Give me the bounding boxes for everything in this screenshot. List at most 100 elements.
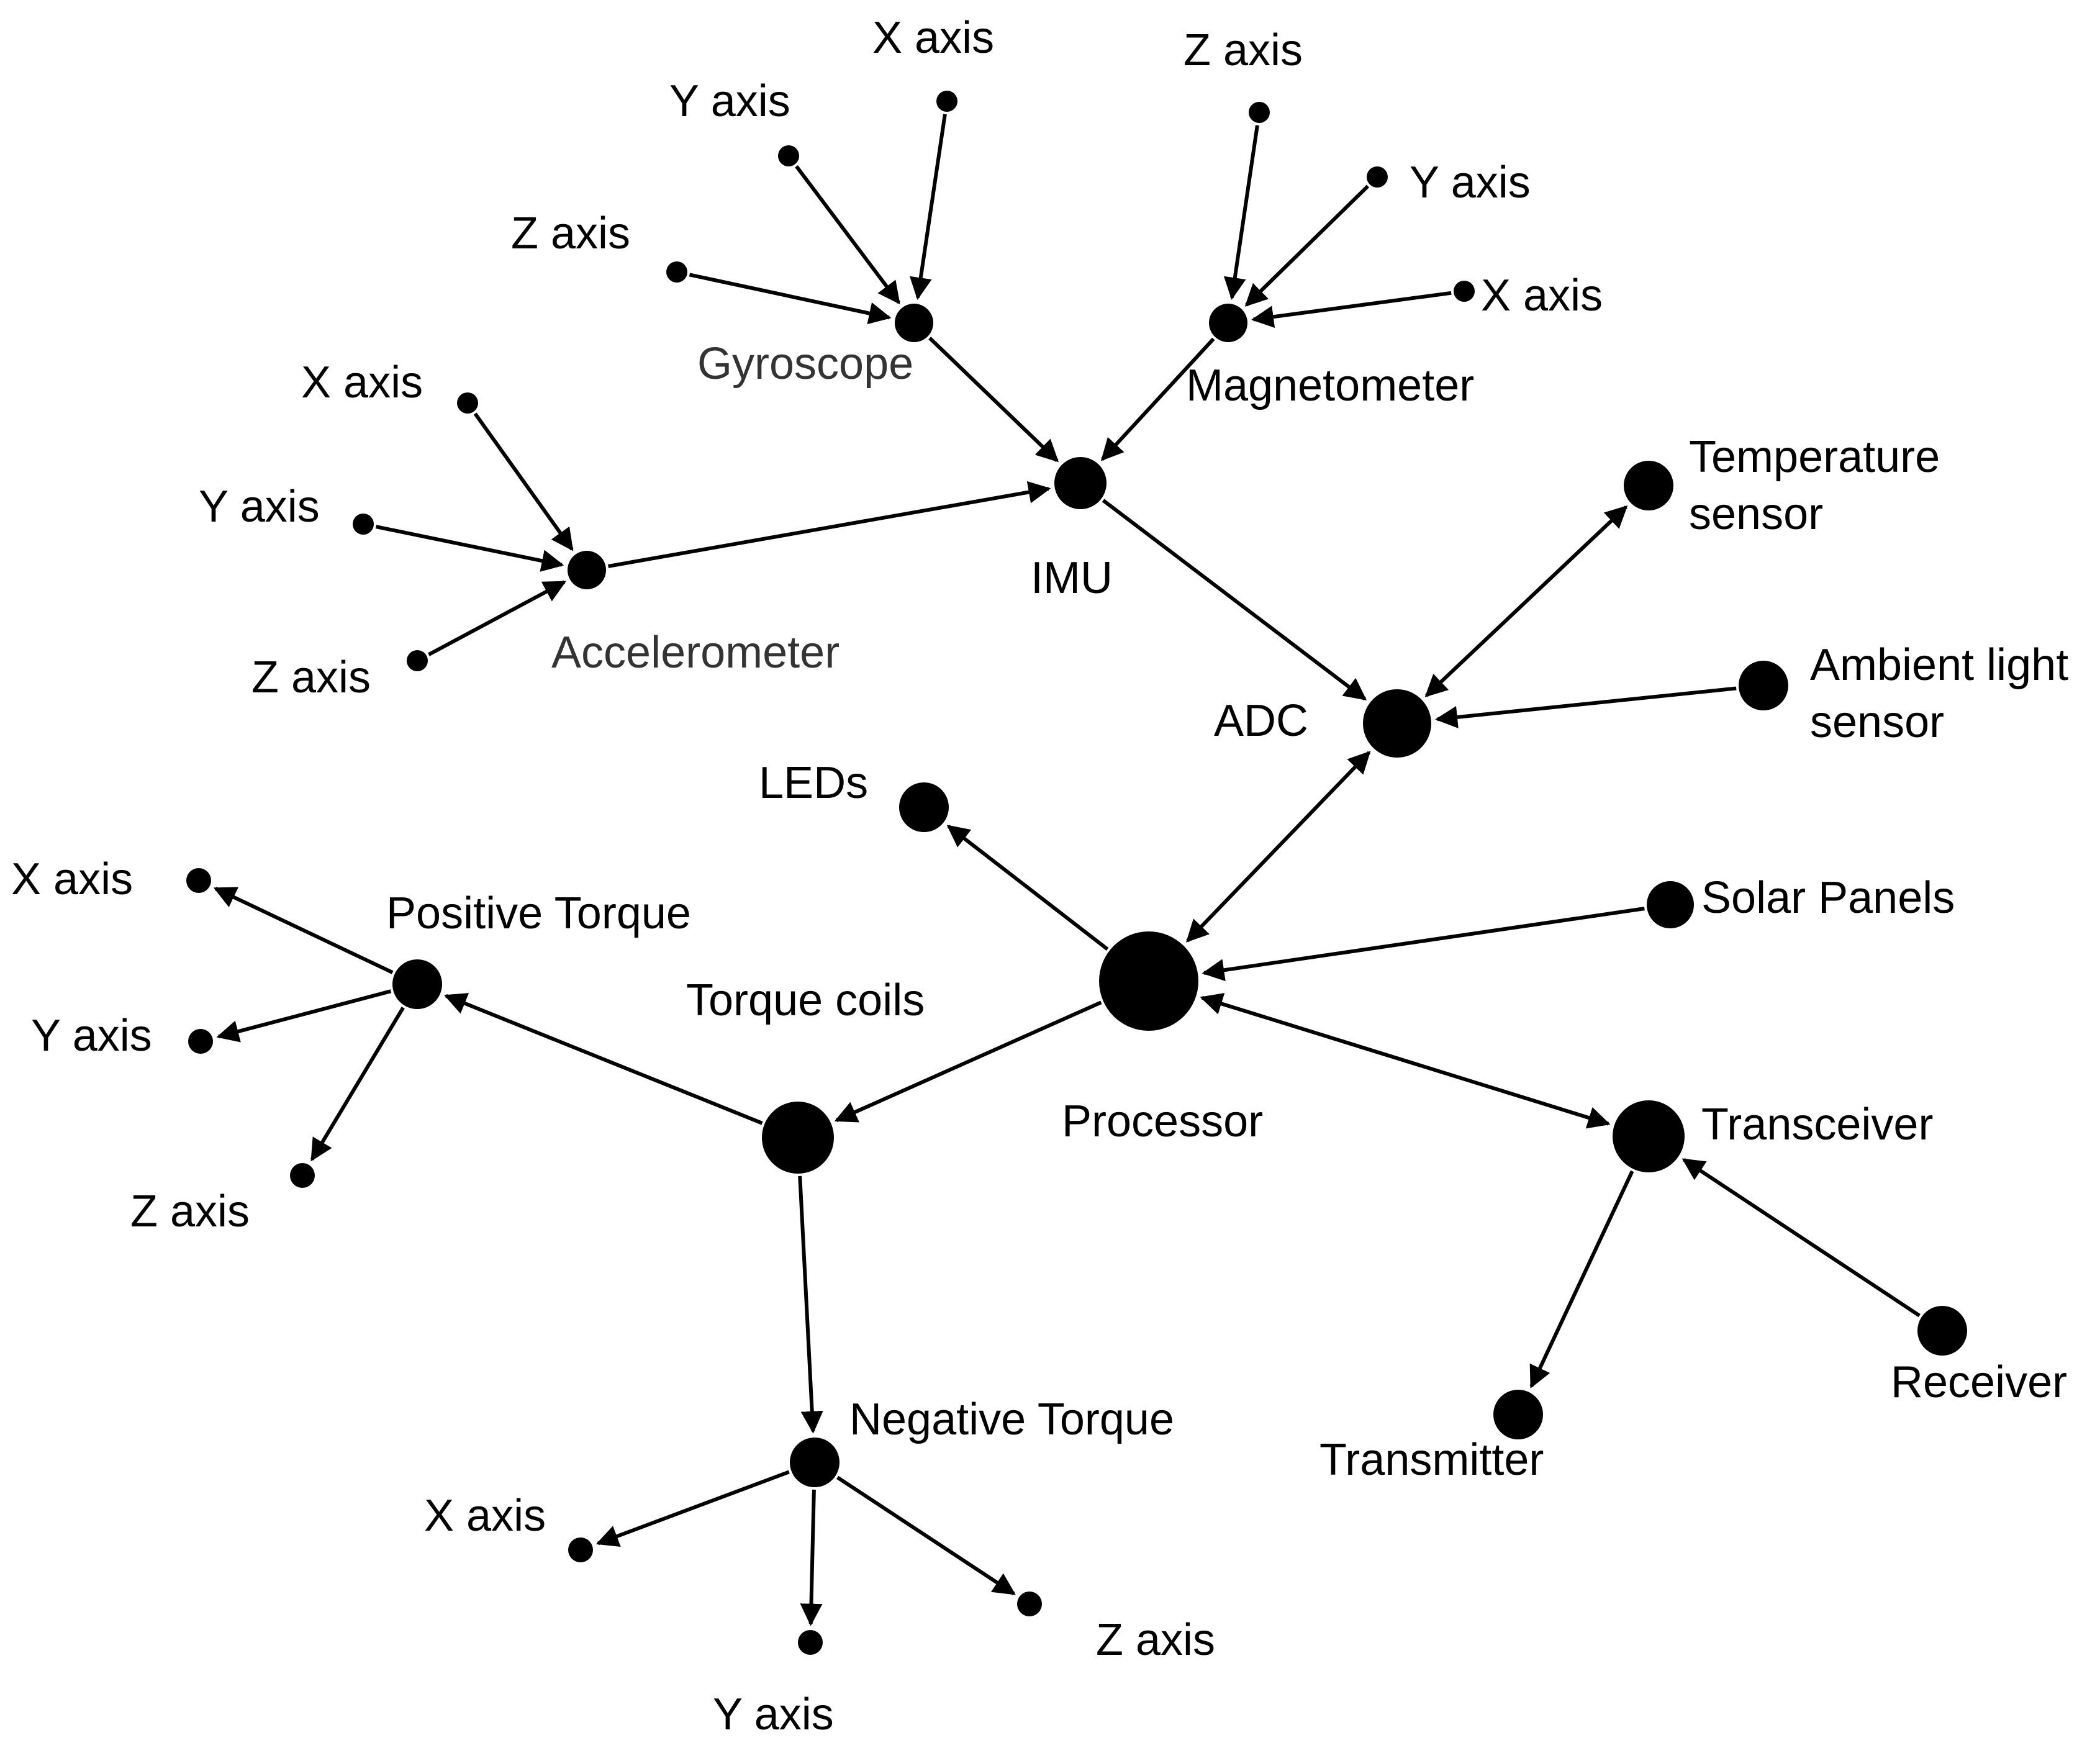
ambient-light-sensor-label-line1: Ambient light: [1810, 640, 2068, 690]
neg-z-label: Z axis: [1096, 1615, 1215, 1665]
edge-processor-torque: [834, 1000, 1102, 1123]
magnetometer-label: Magnetometer: [1186, 361, 1474, 410]
edge-temp-adc: [1424, 505, 1628, 697]
mag-z-label: Z axis: [1184, 25, 1303, 75]
node-leds: [899, 782, 949, 832]
node-ay: [353, 514, 374, 535]
node-negtorque: [790, 1438, 840, 1487]
labels: X axis Y axis Z axis Gyroscope Z axis Y …: [11, 13, 2081, 1739]
node-pz: [290, 1163, 315, 1188]
edge-gz-gyro: [689, 273, 892, 325]
pos-x-label: X axis: [11, 854, 133, 904]
neg-x-label: X axis: [424, 1491, 546, 1541]
node-gy: [778, 145, 799, 166]
accel-y-label: Y axis: [199, 482, 320, 532]
accel-x-label: X axis: [301, 358, 423, 407]
edge-ay-accel: [375, 525, 564, 572]
node-gz: [666, 261, 687, 283]
node-mx: [1454, 281, 1475, 302]
neg-y-label: Y axis: [713, 1690, 834, 1739]
node-receiver: [1917, 1306, 1967, 1356]
edge-imu-adc: [1102, 499, 1367, 701]
temperature-sensor-label-line1: Temperature: [1689, 432, 1940, 482]
edge-postorque-py: [216, 989, 392, 1043]
edge-ambient-adc: [1435, 686, 1737, 728]
edge-torque-postorque: [444, 993, 763, 1125]
ambient-light-sensor-label-line2: sensor: [1810, 697, 1944, 747]
transmitter-label: Transmitter: [1319, 1435, 1544, 1485]
node-ny: [798, 1630, 823, 1655]
accel-z-label: Z axis: [251, 653, 371, 702]
edge-my-magneto: [1244, 184, 1370, 307]
node-px: [186, 868, 211, 893]
node-transmitter: [1493, 1390, 1543, 1439]
edge-negtorque-nx: [595, 1470, 790, 1547]
node-az: [407, 650, 428, 671]
edge-processor-leds: [946, 825, 1109, 951]
gyro-x-label: X axis: [872, 13, 994, 63]
processor-label: Processor: [1062, 1097, 1263, 1146]
edge-mz-magneto: [1223, 125, 1259, 300]
receiver-label: Receiver: [1891, 1357, 2067, 1407]
node-postorque: [392, 959, 442, 1009]
edges: [213, 114, 1921, 1626]
solar-panels-label: Solar Panels: [1701, 873, 1955, 923]
torque-coils-label: Torque coils: [686, 976, 925, 1025]
accelerometer-label: Accelerometer: [551, 628, 840, 677]
node-temp: [1624, 461, 1673, 510]
edge-negtorque-nz: [836, 1475, 1016, 1596]
transceiver-label: Transceiver: [1701, 1100, 1933, 1149]
edge-postorque-pz: [310, 1007, 405, 1162]
edge-negtorque-ny: [800, 1489, 823, 1626]
edge-postorque-px: [213, 887, 394, 974]
edge-solar-processor: [1202, 907, 1645, 982]
pos-y-label: Y axis: [31, 1011, 152, 1061]
negative-torque-label: Negative Torque: [849, 1395, 1174, 1444]
edge-receiver-transceiver: [1681, 1157, 1921, 1318]
node-gx: [936, 91, 957, 112]
edge-mx-magneto: [1251, 291, 1452, 328]
nodes: [186, 91, 1967, 1655]
edge-gyro-imu: [928, 337, 1059, 463]
gyroscope-label: Gyroscope: [697, 339, 913, 389]
gyro-y-label: Y axis: [669, 76, 790, 126]
node-py: [188, 1029, 213, 1054]
node-transceiver: [1613, 1100, 1685, 1172]
edge-accel-imu: [607, 481, 1051, 568]
pos-z-label: Z axis: [130, 1187, 250, 1236]
edge-ax-accel: [473, 412, 574, 551]
node-gyro: [895, 304, 933, 342]
mag-x-label: X axis: [1481, 271, 1603, 320]
node-my: [1367, 166, 1388, 188]
node-solar: [1647, 881, 1694, 928]
edge-adc-processor: [1186, 751, 1371, 943]
edge-torque-negtorque: [798, 1175, 823, 1434]
node-ax: [457, 392, 478, 414]
imu-label: IMU: [1031, 553, 1113, 603]
edge-processor-transceiver: [1200, 993, 1611, 1129]
edge-gy-gyro: [795, 165, 900, 305]
mag-y-label: Y axis: [1410, 158, 1531, 207]
temperature-sensor-label-line2: sensor: [1689, 489, 1823, 539]
positive-torque-label: Positive Torque: [386, 889, 691, 938]
node-adc: [1363, 689, 1431, 758]
node-torque: [762, 1102, 834, 1174]
ambient-light-sensor-label: Ambient light sensor: [1810, 640, 2081, 747]
node-magneto: [1209, 304, 1247, 342]
adc-label: ADC: [1214, 696, 1308, 746]
leds-label: LEDs: [759, 758, 868, 808]
node-imu: [1054, 457, 1107, 509]
node-accel: [568, 551, 606, 589]
edge-transceiver-transmitter: [1529, 1170, 1634, 1388]
gyro-z-label: Z axis: [511, 209, 630, 258]
node-nx: [568, 1537, 593, 1562]
node-processor: [1099, 931, 1198, 1031]
edge-gx-gyro: [909, 114, 947, 300]
temperature-sensor-label: Temperature sensor: [1689, 432, 1952, 539]
node-ambient: [1739, 661, 1788, 710]
node-mz: [1249, 102, 1270, 123]
edge-az-accel: [428, 580, 566, 656]
node-nz: [1017, 1592, 1042, 1616]
edge-magneto-imu: [1100, 337, 1215, 461]
